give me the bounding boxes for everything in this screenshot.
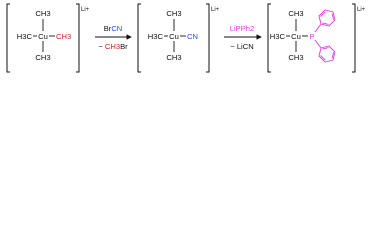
bracket-left bbox=[267, 3, 271, 73]
bond-p-phenyl-top bbox=[314, 23, 322, 33]
copper-label: Cu bbox=[38, 32, 48, 41]
phenyl-ring-top bbox=[318, 9, 336, 27]
species-3-phosphido-cuprate: CH3 CH3 H3C Cu P Li+ bbox=[267, 3, 366, 73]
byproduct-licn: − LiCN bbox=[230, 42, 253, 51]
methyl-bottom-label: CH3 bbox=[288, 53, 303, 62]
cyanide-label: CN bbox=[187, 32, 198, 41]
reagent-brcn: BrCN bbox=[104, 24, 123, 33]
species-1-lithium-dimethyl-cuprate: CH3 CH3 H3C Cu CH3 Li+ bbox=[6, 3, 90, 73]
step-1: BrCN − CH3Br bbox=[95, 24, 132, 51]
reagent-lipph2: LiPPh2 bbox=[230, 24, 255, 33]
methyl-left-label: H3C bbox=[17, 32, 33, 41]
methyl-bottom-label: CH3 bbox=[35, 53, 50, 62]
methyl-bottom-label: CH3 bbox=[166, 53, 181, 62]
methyl-right-label: CH3 bbox=[56, 32, 71, 41]
bracket-left bbox=[6, 3, 10, 73]
counterion-1: Li+ bbox=[81, 7, 90, 13]
methyl-top-label: CH3 bbox=[166, 9, 181, 18]
methyl-left-label: H3C bbox=[148, 32, 164, 41]
reaction-scheme: CH3 CH3 H3C Cu CH3 Li+ BrCN − CH3Br CH3 … bbox=[6, 3, 366, 73]
phosphorus-label: P bbox=[309, 32, 314, 41]
counterion-2: Li+ bbox=[211, 7, 220, 13]
bond-p-phenyl-bottom bbox=[314, 39, 322, 49]
bracket-right bbox=[206, 3, 210, 73]
copper-label: Cu bbox=[169, 32, 179, 41]
methyl-top-label: CH3 bbox=[35, 9, 50, 18]
bracket-right bbox=[352, 3, 356, 73]
byproduct-ch3br: − CH3Br bbox=[98, 42, 128, 51]
species-2-cyanocuprate: CH3 CH3 H3C Cu CN Li+ bbox=[137, 3, 220, 73]
copper-label: Cu bbox=[291, 32, 301, 41]
bracket-left bbox=[137, 3, 141, 73]
step-2: LiPPh2 − LiCN bbox=[224, 24, 262, 51]
bracket-right bbox=[76, 3, 80, 73]
counterion-3: Li+ bbox=[357, 7, 366, 13]
phenyl-ring-bottom bbox=[318, 45, 336, 63]
methyl-top-label: CH3 bbox=[288, 9, 303, 18]
methyl-left-label: H3C bbox=[270, 32, 286, 41]
